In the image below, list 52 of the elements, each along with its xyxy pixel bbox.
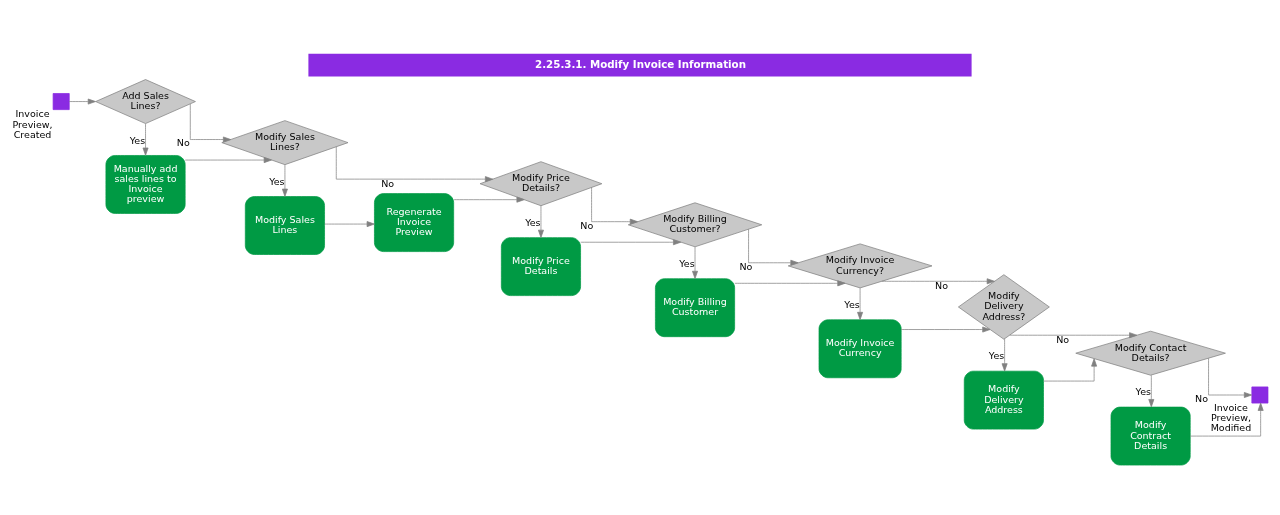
node-diamond: Add Sales Lines? — [95, 78, 196, 124]
edge-label: No — [176, 136, 190, 148]
arrow — [580, 238, 682, 245]
arrow — [1148, 374, 1155, 407]
edge-label: Yes — [679, 257, 695, 269]
arrow — [857, 287, 864, 320]
node-box: Modify Billing Customer — [655, 277, 735, 337]
node-label: Invoice Preview, Created — [12, 107, 53, 140]
edge-label: No — [381, 177, 395, 189]
edge-label: No — [580, 219, 594, 231]
arrow — [1009, 331, 1138, 338]
edge-label: No — [1056, 333, 1070, 345]
edge-label: Yes — [525, 216, 541, 228]
arrow — [734, 279, 846, 286]
arrow — [142, 122, 149, 156]
diagram-title: 2.25.3.1. Modify Invoice Information — [535, 57, 746, 70]
arrow — [453, 196, 525, 203]
arrow — [68, 98, 96, 104]
edge-label: Yes — [269, 175, 285, 187]
arrow — [184, 156, 272, 163]
arrow — [282, 164, 288, 197]
node-label: Invoice Preview, Modified — [1210, 401, 1252, 433]
node-box: Modify Delivery Address — [963, 370, 1044, 429]
edge-label: Yes — [988, 349, 1005, 361]
arrow — [1208, 357, 1253, 398]
arrow — [335, 145, 494, 182]
arrow — [591, 186, 638, 225]
node-box: Modify Invoice Currency — [818, 318, 902, 378]
node-box — [52, 92, 70, 110]
edge-label: No — [1195, 392, 1209, 404]
edge-label: Yes — [844, 298, 860, 310]
arrow — [748, 228, 799, 266]
arrow — [900, 326, 991, 332]
arrow — [692, 246, 698, 279]
arrow — [538, 205, 544, 238]
node-box: Modify Contract Details — [1110, 406, 1191, 465]
edge-label: Yes — [1135, 385, 1151, 397]
arrow — [1043, 357, 1098, 381]
edge-label: No — [739, 260, 753, 272]
node-box: Modify Price Details — [500, 236, 581, 296]
node-box — [1251, 386, 1269, 403]
arrow — [324, 220, 375, 227]
node-box: Manually add sales lines to Invoice preview — [105, 154, 186, 214]
arrow — [1189, 402, 1264, 436]
arrow — [189, 103, 232, 142]
node-diamond: Modify Delivery Address? — [958, 273, 1050, 340]
arrow — [1001, 337, 1008, 371]
node-box: Modify Sales Lines — [244, 195, 325, 255]
edge-label: No — [935, 279, 948, 291]
arrow — [881, 277, 995, 284]
edge-label: Yes — [129, 134, 146, 145]
node-box: Regenerate Invoice Preview — [374, 192, 455, 252]
